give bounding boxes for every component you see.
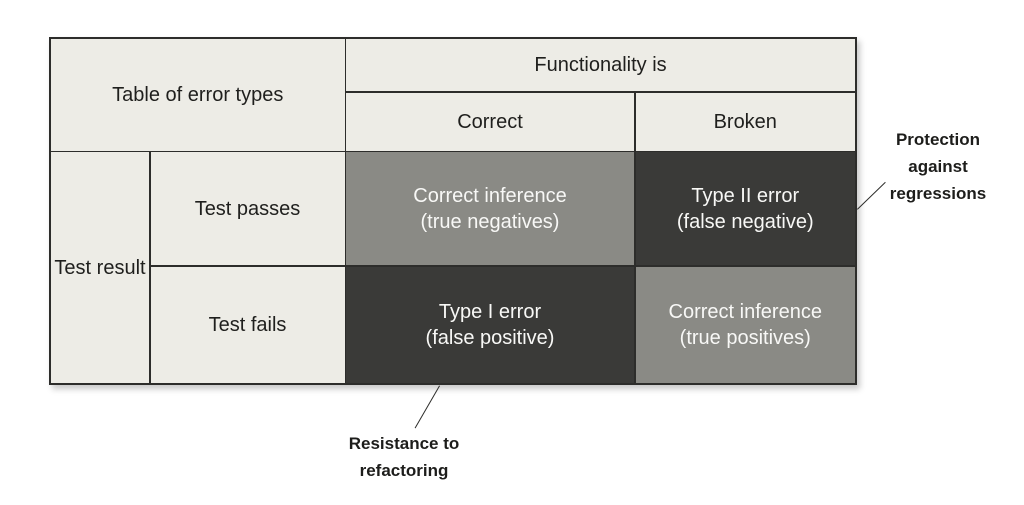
cell-test-result-header: Test result bbox=[51, 152, 149, 383]
error-types-table: Table of error types Functionality is Co… bbox=[49, 37, 857, 385]
cell-type-2-error: Type II error (false negative) bbox=[635, 152, 855, 265]
leader-line-resistance bbox=[414, 385, 440, 429]
cell-broken-column-header: Broken bbox=[635, 92, 855, 151]
cell-test-fails-row-header: Test fails bbox=[150, 266, 345, 383]
cell-true-positives: Correct inference (true positives) bbox=[635, 266, 855, 383]
cell-test-passes-row-header: Test passes bbox=[150, 152, 345, 265]
cell-true-negatives: Correct inference (true negatives) bbox=[346, 152, 634, 265]
cell-table-of-error-types: Table of error types bbox=[51, 39, 345, 151]
cell-correct-column-header: Correct bbox=[346, 92, 634, 151]
annotation-resistance-to-refactoring: Resistance to refactoring bbox=[348, 434, 460, 480]
cell-type-1-error: Type I error (false positive) bbox=[346, 266, 634, 383]
annotation-protection-against-regressions: Protection against regressions bbox=[889, 130, 987, 203]
cell-functionality-is-header: Functionality is bbox=[346, 39, 855, 91]
